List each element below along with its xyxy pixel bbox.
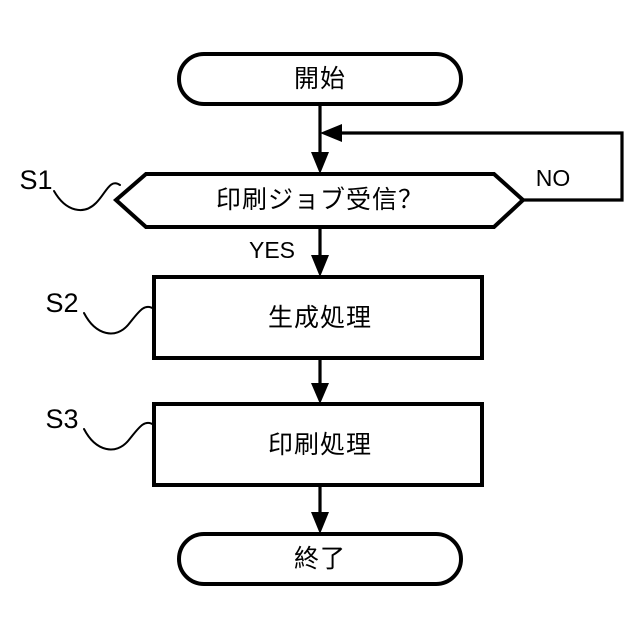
edge-decision-no: NO <box>320 124 624 202</box>
edge-decision-yes: YES <box>249 227 329 277</box>
edge-generate-to-print <box>311 358 329 404</box>
edge-label-yes: YES <box>249 237 295 263</box>
generate-label: 生成処理 <box>268 303 372 332</box>
edge-generate-to-print-arrowhead <box>311 383 329 404</box>
edge-start-to-decision <box>311 104 329 174</box>
end-shape <box>177 532 463 586</box>
end-label: 終了 <box>294 544 346 573</box>
step-label-s1-leader <box>53 182 121 212</box>
step-label-s3-leader <box>83 421 155 451</box>
edge-decision-yes-arrowhead <box>311 255 329 277</box>
print-label: 印刷処理 <box>268 430 372 459</box>
edge-print-to-end <box>311 485 329 534</box>
edge-decision-no-line <box>331 131 624 202</box>
step-label-s1-group: S1 <box>19 165 121 212</box>
step-label-s1: S1 <box>19 165 52 195</box>
node-generate[interactable]: 生成処理 <box>152 275 484 360</box>
node-print[interactable]: 印刷処理 <box>152 402 484 487</box>
decision-shape <box>112 172 526 229</box>
step-label-s2-group: S2 <box>45 288 155 335</box>
decision-label: 印刷ジョブ受信？ <box>216 185 424 214</box>
edge-start-to-decision-arrowhead <box>311 152 329 174</box>
node-decision[interactable]: 印刷ジョブ受信？ <box>112 172 526 229</box>
start-label: 開始 <box>294 64 346 93</box>
step-label-s3-group: S3 <box>45 404 155 451</box>
edge-label-no: NO <box>536 165 571 191</box>
edge-print-to-end-arrowhead <box>311 512 329 534</box>
step-label-s2: S2 <box>45 288 78 318</box>
edge-decision-no-arrowhead <box>320 124 342 142</box>
node-end[interactable]: 終了 <box>177 532 463 586</box>
step-label-s2-leader <box>83 305 155 335</box>
print-shape <box>152 402 484 487</box>
generate-shape <box>152 275 484 360</box>
node-start[interactable]: 開始 <box>177 52 463 106</box>
step-label-s3: S3 <box>45 404 78 434</box>
